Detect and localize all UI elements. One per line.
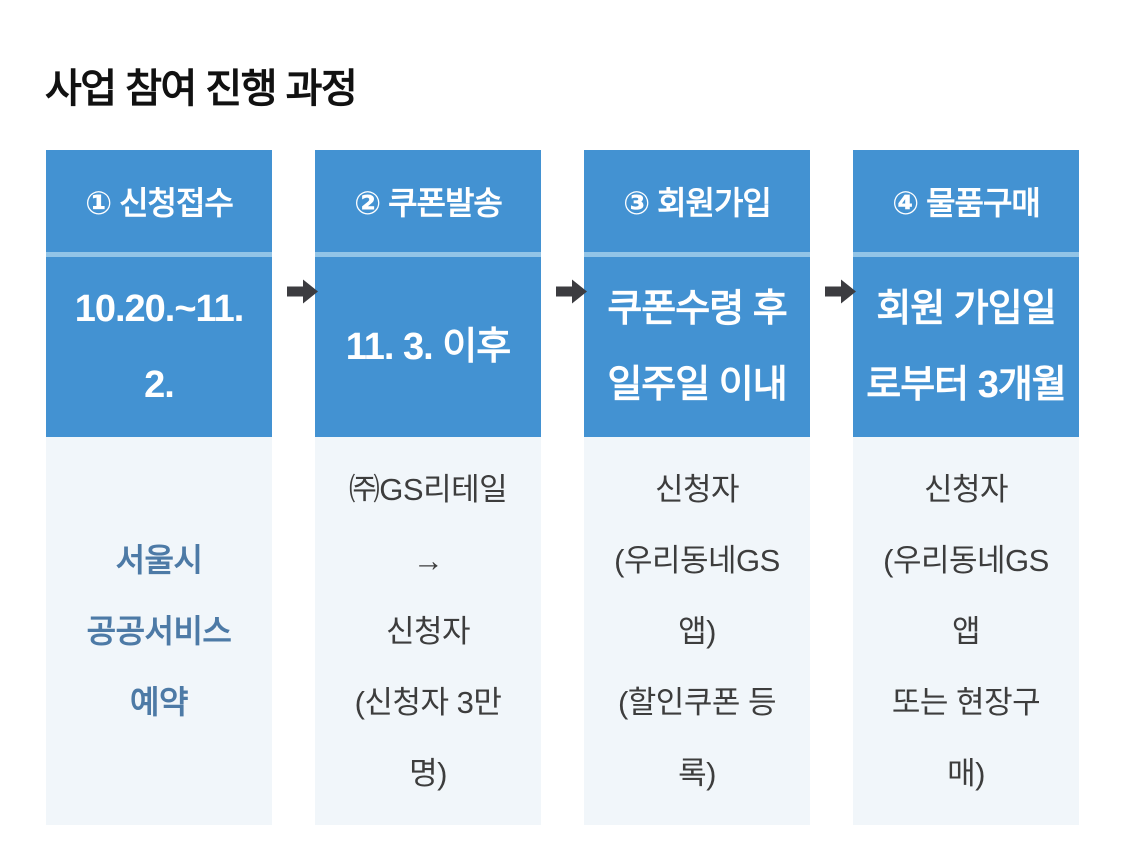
step-header-2: ② 쿠폰발송 bbox=[315, 150, 541, 257]
text-line: 매) bbox=[947, 755, 985, 791]
page-title: 사업 참여 진행 과정 bbox=[45, 67, 358, 111]
text-line: 명) bbox=[409, 755, 447, 791]
flow-gap-1 bbox=[272, 150, 318, 825]
text-line: 앱 bbox=[951, 613, 981, 649]
text-line: 신청자 bbox=[385, 613, 471, 649]
text-line: 예약 bbox=[130, 683, 188, 720]
text-line: 회원 가입일 bbox=[876, 288, 1056, 330]
text-line: (우리동네GS bbox=[883, 542, 1049, 578]
text-line: 일주일 이내 bbox=[607, 364, 787, 406]
right-arrow-icon bbox=[287, 279, 318, 304]
text-line: (우리동네GS bbox=[614, 542, 780, 578]
text-line: 2. bbox=[144, 364, 175, 406]
step-header-3: ③ 회원가입 bbox=[584, 150, 810, 257]
flow-gap-2 bbox=[541, 150, 587, 825]
step-header-4: ④ 물품구매 bbox=[853, 150, 1079, 257]
text-line: 쿠폰수령 후 bbox=[607, 288, 787, 330]
text-line: → bbox=[412, 542, 444, 578]
text-line: 11. 3. 이후 bbox=[345, 326, 511, 368]
right-arrow-icon bbox=[825, 279, 856, 304]
text-line: (신청자 3만 bbox=[354, 684, 502, 720]
text-line: 공공서비스 bbox=[86, 612, 232, 649]
text-line: 또는 현장구 bbox=[891, 684, 1041, 720]
text-line: ㈜GS리테일 bbox=[348, 471, 508, 507]
text-line: 록) bbox=[678, 755, 716, 791]
text-line: (할인쿠폰 등 bbox=[617, 684, 777, 720]
text-line: 앱) bbox=[678, 613, 716, 649]
step-period-2: 11. 3. 이후 bbox=[315, 257, 541, 437]
right-arrow-icon bbox=[556, 279, 587, 304]
text-line: 신청자 bbox=[654, 471, 740, 507]
text-line: 신청자 bbox=[923, 471, 1009, 507]
step-header-1: ① 신청접수 bbox=[46, 150, 272, 257]
step-period-1: 10.20.~11. 2. bbox=[46, 257, 272, 437]
flow-gap-3 bbox=[810, 150, 856, 825]
text-line: 10.20.~11. bbox=[74, 288, 245, 330]
text-line: 로부터 3개월 bbox=[866, 364, 1067, 406]
text-line: 서울시 bbox=[115, 541, 203, 578]
